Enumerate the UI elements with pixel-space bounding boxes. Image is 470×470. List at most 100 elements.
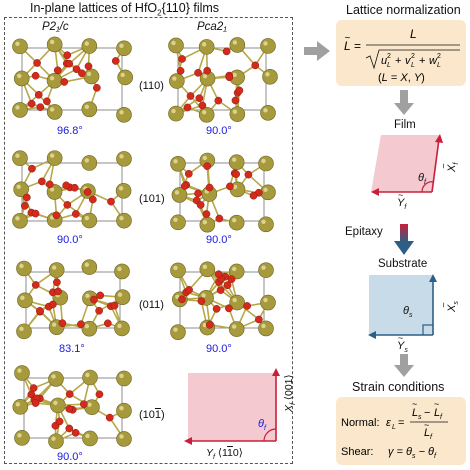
epitaxy-arrow	[394, 224, 414, 255]
hf-atom-highlight	[231, 266, 237, 272]
angle-row4-left: 90.0°	[57, 451, 83, 463]
hf-atom	[228, 321, 245, 337]
o-atom	[195, 94, 204, 103]
o-atom	[95, 390, 104, 399]
formula-den-sub1: L	[387, 62, 391, 69]
hf-atom-highlight	[171, 40, 176, 46]
hf-atom	[81, 101, 98, 118]
o-atom	[244, 170, 253, 179]
substrate-label: Substrate	[378, 258, 428, 270]
hf-atom	[258, 320, 274, 337]
hf-atom-highlight	[263, 187, 268, 193]
arrow-head	[394, 365, 414, 377]
o-atom	[72, 65, 81, 74]
o-atom	[58, 319, 67, 328]
film-schematic-bottom	[184, 368, 280, 445]
normal-label: Normal:	[341, 417, 380, 429]
hf-atom	[116, 370, 132, 387]
substrate-x-arrowhead	[429, 274, 437, 282]
o-atom	[216, 286, 225, 294]
hf-atom-highlight	[119, 373, 124, 379]
angle-row2-left: 90.0°	[57, 234, 83, 246]
o-atom	[202, 210, 211, 218]
o-atom	[88, 195, 97, 204]
hf-atom-highlight	[49, 39, 55, 45]
hf-atom-highlight	[201, 293, 206, 298]
process-arrow-down-2	[394, 354, 414, 377]
hf-atom	[81, 38, 98, 54]
hf-atom-highlight	[173, 159, 178, 164]
normalization-box	[336, 20, 466, 86]
hf-atom	[260, 38, 276, 54]
o-atom	[63, 201, 72, 209]
arrow-head	[394, 103, 414, 115]
hf-atom-highlight	[15, 402, 21, 407]
normal-num-ls-tilde: ~	[412, 399, 417, 409]
normal-den-lf: L	[424, 427, 430, 439]
o-atom	[38, 177, 46, 186]
hf-atom-highlight	[261, 158, 266, 164]
normal-eps-sub: L	[392, 424, 396, 431]
o-atom	[178, 295, 186, 304]
angle-row2-right: 90.0°	[206, 234, 232, 246]
hf-atom	[16, 323, 32, 340]
normal-num-minus: −	[424, 407, 430, 419]
hf-atom-highlight	[49, 75, 55, 81]
hf-atom	[116, 151, 132, 167]
o-atom	[95, 306, 103, 315]
o-atom	[28, 164, 36, 173]
hf-atom-highlight	[51, 436, 56, 441]
hf-atom	[114, 263, 130, 280]
o-atom	[225, 304, 233, 313]
hf-atom-highlight	[232, 109, 238, 114]
hf-atom	[116, 212, 132, 229]
epitaxy-label: Epitaxy	[345, 226, 383, 238]
hf-atom	[170, 262, 186, 279]
o-atom	[65, 390, 74, 398]
shear-eq: γ = θs − θf	[388, 446, 437, 460]
hf-atom-highlight	[231, 324, 237, 329]
hf-atom-highlight	[84, 158, 90, 163]
formula-den-w: w	[429, 55, 438, 67]
crystal-structures	[12, 36, 278, 450]
hf-atom	[48, 433, 64, 450]
hf-atom-highlight	[174, 190, 180, 195]
hf-atom-highlight	[119, 110, 124, 115]
hf-atom	[12, 102, 28, 118]
substrate-y-label: Ys	[397, 340, 408, 355]
hf-atom-highlight	[232, 297, 237, 303]
hf-atom	[116, 402, 132, 419]
hf-atom	[258, 155, 274, 172]
hf-atom-highlight	[119, 43, 124, 48]
hf-atom	[82, 430, 98, 447]
o-atom	[186, 92, 195, 100]
hf-atom	[14, 365, 30, 381]
o-atom	[77, 320, 85, 329]
o-atom	[33, 59, 41, 67]
hf-atom	[260, 294, 276, 311]
formula-sqrt	[365, 49, 460, 70]
normal-eq: =	[398, 417, 404, 429]
arrow-shaft	[400, 90, 408, 104]
o-atom	[215, 214, 224, 223]
o-atom	[214, 270, 223, 279]
hf-atom-highlight	[87, 402, 92, 407]
hf-atom-highlight	[85, 372, 90, 378]
o-atom	[27, 99, 36, 108]
hf-atom-highlight	[232, 40, 238, 45]
arrow-shaft	[400, 354, 408, 366]
o-atom	[62, 181, 71, 190]
hf-atom-highlight	[172, 76, 177, 81]
o-atom	[198, 101, 207, 110]
hf-atom	[46, 104, 63, 120]
o-atom	[243, 302, 252, 310]
hf-atom-highlight	[84, 215, 90, 221]
crystal-rc-110	[168, 37, 278, 123]
formula-den-sup1: 2	[387, 53, 391, 60]
crystal-lc-101	[12, 150, 132, 229]
o-atom	[180, 182, 189, 190]
hf-atom-highlight	[171, 108, 176, 114]
column-header-p21c: P2₁/c	[42, 21, 69, 33]
hf-atom-highlight	[17, 368, 22, 373]
formula-den-sub3: L	[437, 62, 441, 69]
